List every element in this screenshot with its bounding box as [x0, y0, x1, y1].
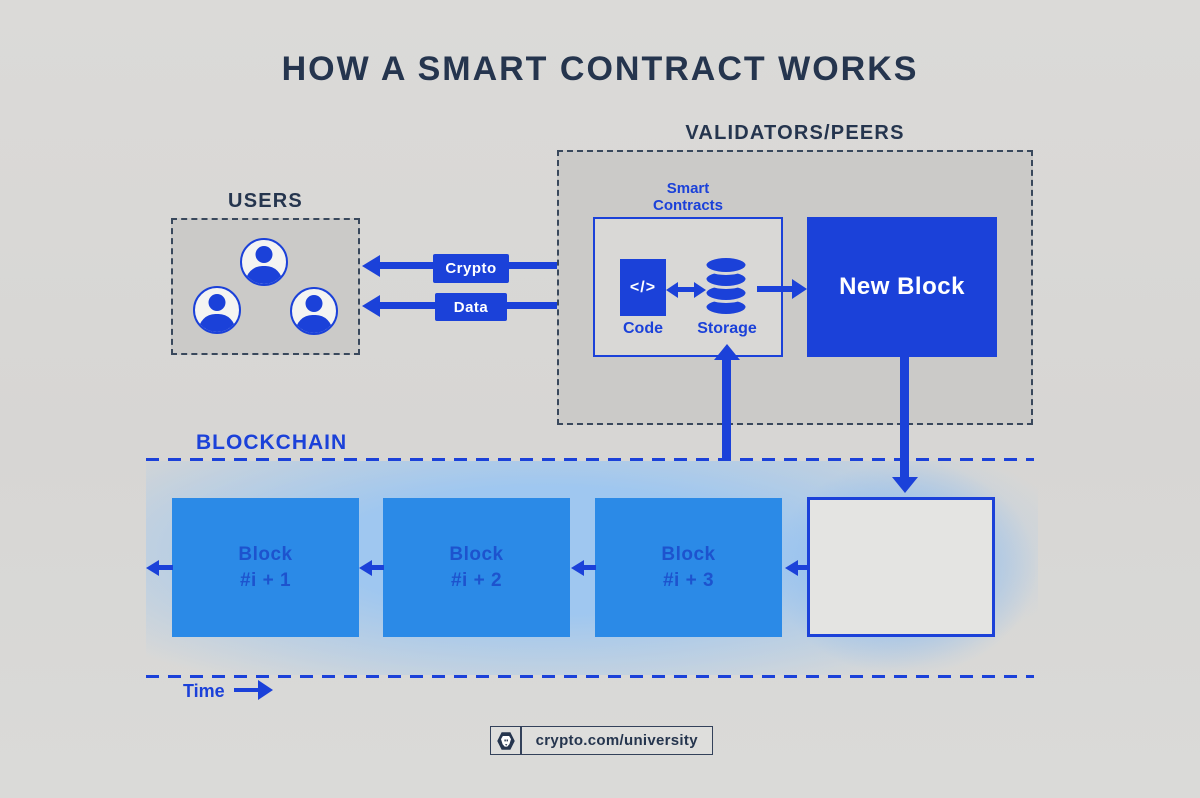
user-icon: [240, 238, 288, 286]
time-arrow-icon: [234, 688, 258, 692]
crypto-flow-tag: Crypto: [433, 254, 509, 283]
storage-database-icon: [703, 255, 749, 317]
chain-link-arrow: [372, 565, 384, 570]
code-label: Code: [623, 320, 663, 337]
footer-badge: crypto.com/university: [490, 726, 713, 755]
new-empty-block: [807, 497, 995, 637]
user-head-icon: [305, 295, 323, 312]
chain-block-2: Block #i + 2: [383, 498, 570, 637]
data-flow-tag: Data: [435, 293, 507, 321]
user-head-icon: [255, 246, 273, 263]
blockchain-section-label: BLOCKCHAIN: [196, 431, 348, 454]
user-head-icon: [208, 294, 226, 311]
user-torso-icon: [295, 315, 333, 333]
user-torso-icon: [245, 266, 283, 284]
chain-link-arrow: [798, 565, 808, 570]
blockchain-boundary-top: [146, 458, 1034, 461]
time-label: Time: [183, 681, 225, 701]
user-icon: [193, 286, 241, 334]
footer-divider: [520, 727, 522, 754]
crypto-com-logo-icon: [491, 727, 520, 754]
chain-block-3: Block #i + 3: [595, 498, 782, 637]
page-title: HOW A SMART CONTRACT WORKS: [281, 50, 919, 88]
smart-contracts-label: Smart Contracts: [652, 180, 723, 215]
blockchain-boundary-bottom: [146, 675, 1034, 678]
lion-hexagon-icon: [496, 731, 515, 750]
new-block-box: New Block: [807, 217, 997, 357]
chain-link-arrow: [159, 565, 173, 570]
storage-label: Storage: [697, 320, 757, 337]
user-icon: [290, 287, 338, 335]
footer-url: crypto.com/university: [535, 732, 698, 749]
users-section-label: USERS: [228, 190, 303, 212]
blockchain-to-storage-arrow: [722, 360, 731, 461]
code-storage-arrow: [678, 287, 694, 292]
user-torso-icon: [198, 314, 236, 332]
code-icon: </>: [620, 259, 666, 316]
validators-section-label: VALIDATORS/PEERS: [685, 122, 905, 144]
storage-to-newblock-arrow: [757, 286, 792, 292]
chain-block-1: Block #i + 1: [172, 498, 359, 637]
chain-link-arrow: [584, 565, 596, 570]
newblock-to-chain-arrow: [900, 357, 909, 477]
